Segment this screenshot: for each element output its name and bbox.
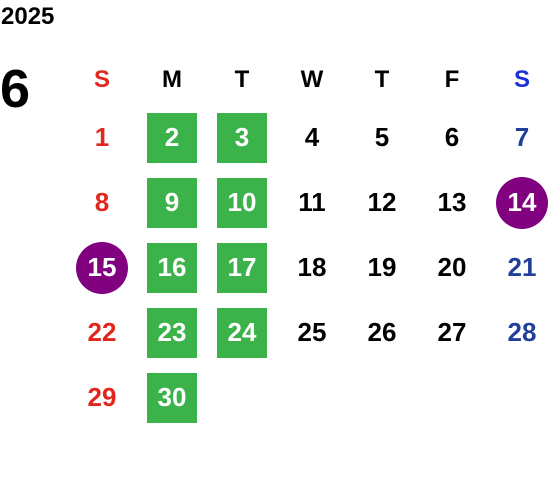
day-cell: 19 bbox=[347, 235, 417, 300]
day-number bbox=[427, 373, 477, 423]
day-number: 20 bbox=[437, 252, 467, 282]
day-number: 22 bbox=[87, 317, 117, 347]
day-number: 3 bbox=[217, 112, 267, 163]
weekday-friday: F bbox=[444, 66, 460, 93]
day-number: 27 bbox=[437, 317, 467, 347]
day-cell bbox=[417, 365, 487, 430]
day-number bbox=[217, 373, 267, 423]
day-number: 13 bbox=[437, 187, 467, 217]
day-cell: 23 bbox=[137, 300, 207, 365]
day-cell: 27 bbox=[417, 300, 487, 365]
day-number: 17 bbox=[217, 242, 267, 293]
day-number: 10 bbox=[217, 177, 267, 228]
day-number: 9 bbox=[147, 177, 197, 228]
day-cell: 2 bbox=[137, 105, 207, 170]
weekday-thursday: T bbox=[374, 66, 390, 93]
day-cell: 17 bbox=[207, 235, 277, 300]
day-cell bbox=[347, 365, 417, 430]
day-cell: 30 bbox=[137, 365, 207, 430]
day-cell: 16 bbox=[137, 235, 207, 300]
day-number bbox=[287, 373, 337, 423]
day-cell: 13 bbox=[417, 170, 487, 235]
day-cell: 15 bbox=[67, 235, 137, 300]
day-cell: 4 bbox=[277, 105, 347, 170]
day-number: 28 bbox=[507, 317, 537, 347]
weekday-saturday: S bbox=[513, 66, 530, 93]
weekday-sunday: S bbox=[93, 66, 110, 93]
day-number: 7 bbox=[514, 122, 530, 152]
day-cell: 20 bbox=[417, 235, 487, 300]
weekday-wednesday: W bbox=[300, 66, 324, 93]
calendar-year: 2025 bbox=[1, 3, 55, 30]
day-cell: 9 bbox=[137, 170, 207, 235]
day-number: 18 bbox=[297, 252, 327, 282]
day-cell: 3 bbox=[207, 105, 277, 170]
day-number bbox=[497, 373, 547, 423]
day-cell bbox=[207, 365, 277, 430]
calendar-month: 6 bbox=[0, 59, 31, 119]
day-number: 1 bbox=[94, 122, 110, 152]
day-number: 15 bbox=[76, 241, 128, 294]
day-cell: 1 bbox=[67, 105, 137, 170]
day-number: 14 bbox=[496, 176, 548, 229]
day-cell: 8 bbox=[67, 170, 137, 235]
day-number: 23 bbox=[147, 307, 197, 358]
day-cell: 7 bbox=[487, 105, 548, 170]
day-number: 5 bbox=[374, 122, 390, 152]
day-number: 21 bbox=[507, 252, 537, 282]
day-cell: 14 bbox=[487, 170, 548, 235]
weekday-tuesday: T bbox=[234, 66, 250, 93]
day-cell bbox=[277, 365, 347, 430]
day-number: 8 bbox=[94, 187, 110, 217]
day-number: 16 bbox=[147, 242, 197, 293]
day-cell: 10 bbox=[207, 170, 277, 235]
day-cell: 5 bbox=[347, 105, 417, 170]
day-number: 4 bbox=[304, 122, 320, 152]
day-cell: 26 bbox=[347, 300, 417, 365]
day-cell: 11 bbox=[277, 170, 347, 235]
day-number bbox=[357, 373, 407, 423]
day-number: 29 bbox=[87, 382, 117, 412]
day-number: 6 bbox=[444, 122, 460, 152]
day-number: 12 bbox=[367, 187, 397, 217]
day-number: 19 bbox=[367, 252, 397, 282]
day-cell: 12 bbox=[347, 170, 417, 235]
day-number: 25 bbox=[297, 317, 327, 347]
day-cell: 25 bbox=[277, 300, 347, 365]
day-number: 2 bbox=[147, 112, 197, 163]
day-cell: 24 bbox=[207, 300, 277, 365]
day-number: 11 bbox=[298, 187, 326, 217]
day-cell: 22 bbox=[67, 300, 137, 365]
weekday-monday: M bbox=[162, 66, 182, 93]
day-cell bbox=[487, 365, 548, 430]
day-cell: 6 bbox=[417, 105, 487, 170]
day-number: 24 bbox=[217, 307, 267, 358]
day-number: 26 bbox=[367, 317, 397, 347]
day-cell: 18 bbox=[277, 235, 347, 300]
day-number: 30 bbox=[147, 372, 197, 423]
day-cell: 21 bbox=[487, 235, 548, 300]
day-cell: 28 bbox=[487, 300, 548, 365]
day-cell: 29 bbox=[67, 365, 137, 430]
